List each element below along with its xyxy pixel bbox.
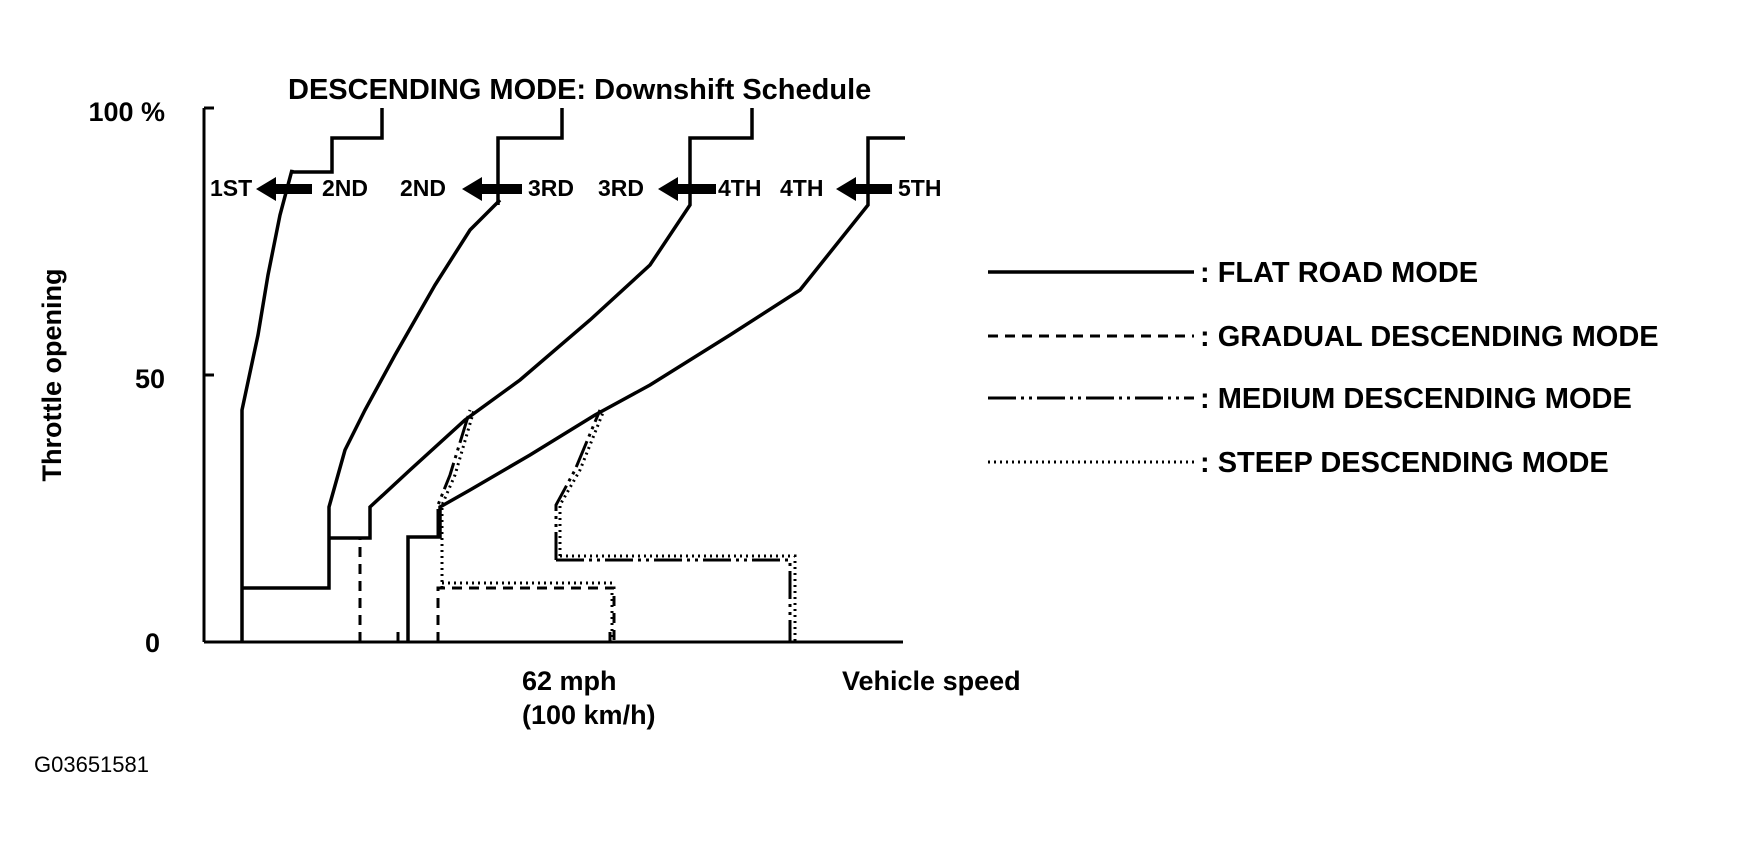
gear-to-label: 1ST <box>210 175 252 201</box>
flat-2-3-low <box>329 108 754 540</box>
gear-from-label: 2ND <box>322 175 368 201</box>
flat-road-curves <box>240 108 905 642</box>
shift-arrows: 1ST 2ND 2ND 3RD 3RD 4TH 4TH 5TH <box>210 175 941 201</box>
gear-from-label: 4TH <box>718 175 761 201</box>
flat-1-2-low <box>242 198 502 590</box>
gradual-2-3 <box>436 586 616 642</box>
shift-4-3: 3RD 4TH <box>598 175 761 201</box>
diagram-title: DESCENDING MODE: Downshift Schedule <box>288 74 871 106</box>
medium-3-4 <box>436 409 472 537</box>
shift-2-1: 1ST 2ND <box>210 175 368 201</box>
legend-label-steep: : STEEP DESCENDING MODE <box>1200 447 1609 479</box>
steep-descending-curves <box>440 409 797 642</box>
left-arrow-icon <box>836 177 892 201</box>
gradual-descending-curves <box>358 537 616 642</box>
x-axis-label: Vehicle speed <box>842 666 1021 696</box>
shift-3-2: 2ND 3RD <box>400 175 574 201</box>
legend: : FLAT ROAD MODE : GRADUAL DESCENDING MO… <box>988 257 1659 479</box>
flat-2-3-upper <box>496 108 564 205</box>
left-arrow-icon <box>256 177 312 201</box>
gear-from-label: 3RD <box>528 175 574 201</box>
medium-low <box>556 558 792 642</box>
left-arrow-icon <box>462 177 522 201</box>
x-marker-kmh: (100 km/h) <box>522 700 656 730</box>
flat-1-2-curve <box>240 108 384 642</box>
legend-label-medium: : MEDIUM DESCENDING MODE <box>1200 383 1632 415</box>
left-arrow-icon <box>658 177 716 201</box>
legend-label-flat: : FLAT ROAD MODE <box>1200 257 1478 289</box>
y-tick-label-100: 100 % <box>88 97 165 127</box>
medium-4-5 <box>554 409 602 560</box>
steep-low <box>442 581 614 642</box>
gear-from-label: 5TH <box>898 175 941 201</box>
x-marker-mph: 62 mph <box>522 666 617 696</box>
figure-code: G03651581 <box>34 752 149 777</box>
y-axis-label: Throttle opening <box>37 269 67 482</box>
steep-upper-low <box>560 554 797 642</box>
shift-5-4: 4TH 5TH <box>780 175 941 201</box>
gear-to-label: 3RD <box>598 175 644 201</box>
medium-descending-curves <box>436 409 792 642</box>
gear-to-label: 2ND <box>400 175 446 201</box>
y-tick-label-0: 0 <box>145 628 160 658</box>
y-tick-label-50: 50 <box>135 364 165 394</box>
gear-to-label: 4TH <box>780 175 823 201</box>
steep-4-5 <box>558 409 606 556</box>
legend-label-gradual: : GRADUAL DESCENDING MODE <box>1200 321 1659 353</box>
flat-3-4-low <box>406 136 905 642</box>
axes <box>202 106 903 644</box>
